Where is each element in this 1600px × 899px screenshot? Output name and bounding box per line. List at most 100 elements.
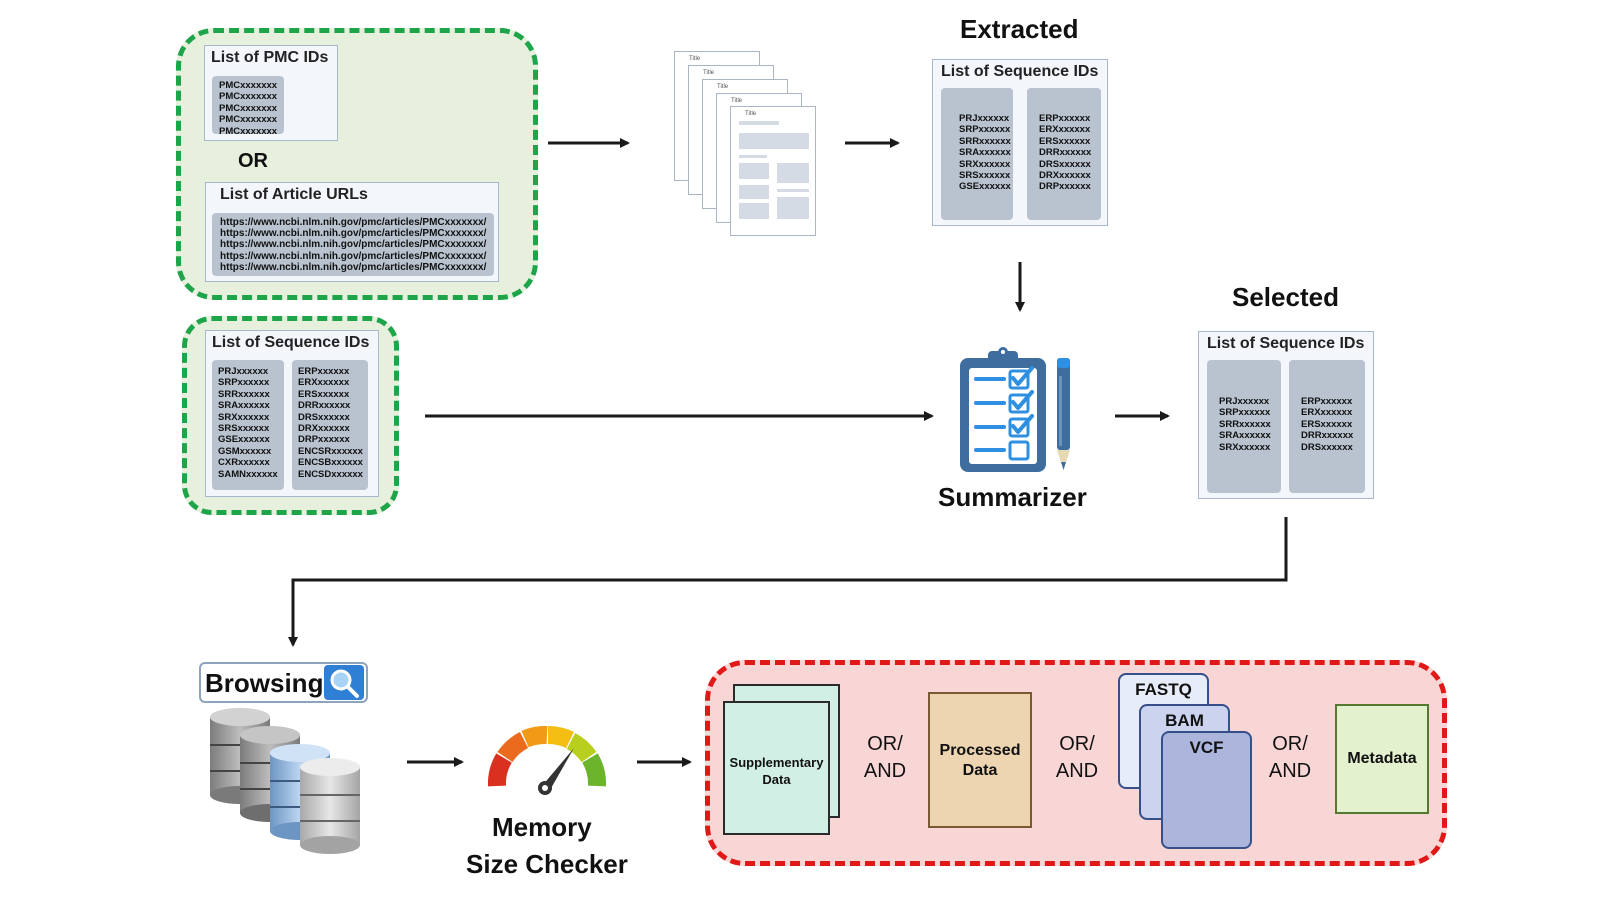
sequence-id-item: ENCSDxxxxxx [298,468,363,480]
sequence-id-item: SRXxxxxxx [1219,441,1271,453]
sequence-id-item: SRRxxxxxx [1219,418,1271,430]
fastq-label: FASTQ [1135,680,1192,699]
connector-or: OR/ [1059,733,1095,755]
sequence-id-item: DRPxxxxxx [1039,181,1091,193]
supplementary-data-line1: Supplementary [729,755,824,770]
sequence-id-item: SRPxxxxxx [218,377,270,389]
input-sequence-card-title: List of Sequence IDs [212,334,370,351]
browsing-label: Browsing [205,668,324,698]
article-url-item: https://www.ncbi.nlm.nih.gov/pmc/article… [220,261,487,273]
sequence-id-item: ENCSRxxxxxx [298,445,363,457]
metadata-file: Metadata [1335,704,1429,814]
document-title-label: Title [689,56,701,62]
summarizer-icon [958,346,1078,476]
article-url-item: https://www.ncbi.nlm.nih.gov/pmc/article… [220,239,487,251]
search-icon [324,665,364,700]
or-and-connector-1: OR/ AND [860,731,910,785]
sequence-id-item: DRSxxxxxx [298,411,350,423]
article-url-card: List of Article URLs https://www.ncbi.nl… [205,182,499,282]
sequence-id-item: ERPxxxxxx [1301,396,1353,407]
or-and-connector-3: OR/ AND [1265,731,1315,785]
sequence-id-item: SRPxxxxxx [1219,407,1271,419]
sequence-id-item: SRAxxxxxx [218,400,270,412]
article-url-item: https://www.ncbi.nlm.nih.gov/pmc/article… [220,250,487,262]
sequence-id-item: SRRxxxxxx [959,135,1011,147]
sequence-id-item: SRPxxxxxx [959,124,1011,136]
sequence-id-item: SRAxxxxxx [959,147,1011,159]
article-url-panel: https://www.ncbi.nlm.nih.gov/pmc/article… [212,213,494,276]
sequence-id-item: SRRxxxxxx [218,388,270,400]
database-icon [208,705,368,855]
sequence-id-item: GSExxxxxx [959,181,1011,193]
extracted-sequence-card-title: List of Sequence IDs [941,63,1099,80]
connector-and: AND [1055,760,1099,782]
arrow-selected-to-browsing [288,517,1288,647]
sequence-id-item: DRSxxxxxx [1301,441,1353,453]
document-title-label: Title [717,84,729,90]
sequence-id-item: PRJxxxxxx [218,366,269,377]
sequence-id-item: CXRxxxxxx [218,457,270,469]
supplementary-data-front: Supplementary Data [723,701,830,835]
connector-and: AND [1268,760,1312,782]
sequence-id-item: DRPxxxxxx [298,434,350,446]
selected-heading: Selected [1232,282,1339,312]
sequence-id-item: DRRxxxxxx [1039,147,1092,159]
processed-data-file: Processed Data [928,692,1032,828]
memory-label-line1: Memory [492,812,592,842]
pmc-id-item: PMCxxxxxxx [219,102,278,114]
sequence-id-item: SAMNxxxxxx [218,468,278,480]
article-document-front: Title [730,106,816,236]
vcf-file: VCF [1161,731,1252,849]
browsing-badge: Browsing [199,662,368,703]
sequence-id-item: DRXxxxxxx [298,423,350,435]
sequence-id-item: ERSxxxxxx [1039,135,1091,147]
bam-label: BAM [1165,711,1204,730]
pmc-id-item: PMCxxxxxxx [219,80,278,91]
sequence-id-item: ERSxxxxxx [298,388,350,400]
sequence-id-item: DRRxxxxxx [1301,430,1354,442]
pmc-id-item: PMCxxxxxxx [219,91,278,103]
sequence-id-item: SRAxxxxxx [1219,430,1271,442]
vcf-label: VCF [1189,738,1224,757]
pmc-id-card-title: List of PMC IDs [211,49,329,66]
sequence-id-item: ERPxxxxxx [298,366,350,377]
sequence-id-item: DRSxxxxxx [1039,158,1091,170]
processed-data-line1: Processed [939,742,1021,759]
sequence-id-item: PRJxxxxxx [959,113,1010,124]
pmc-id-item: PMCxxxxxxx [219,114,278,126]
gauge-icon [484,720,610,800]
sequence-id-item: ERXxxxxxx [1301,407,1353,419]
article-url-list: https://www.ncbi.nlm.nih.gov/pmc/article… [220,217,486,273]
extracted-heading: Extracted [960,14,1079,44]
sequence-id-item: ENCSBxxxxxx [298,457,363,469]
memory-label-line2: Size Checker [466,849,628,879]
sequence-id-item: ERXxxxxxx [1039,124,1091,136]
article-url-card-title: List of Article URLs [220,186,368,203]
summarizer-label: Summarizer [938,482,1087,512]
connector-or: OR/ [867,733,903,755]
connector-or: OR/ [1272,733,1308,755]
sequence-id-item: SRXxxxxxx [218,411,270,423]
sequence-id-item: ERPxxxxxx [1039,113,1091,124]
sequence-id-item: SRSxxxxxx [959,170,1011,182]
or-label: OR [238,150,268,172]
connector-and: AND [863,760,907,782]
processed-data-line2: Data [962,762,998,779]
supplementary-data-line2: Data [762,772,791,787]
sequence-id-item: DRRxxxxxx [298,400,351,412]
document-title-label: Title [745,111,757,117]
